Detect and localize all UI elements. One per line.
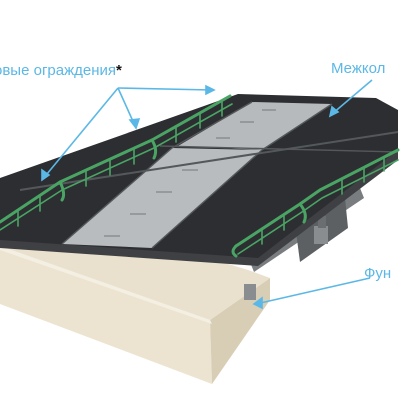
label-foundation: Фун <box>364 265 392 282</box>
label-midblock: Межкол <box>331 60 386 77</box>
label-safety-rails: овые ограждения* <box>0 62 122 79</box>
callout-lines <box>41 79 373 310</box>
left-rail <box>0 94 233 231</box>
callout-line-rails-1 <box>41 87 119 181</box>
callout-line-rails-3 <box>117 87 213 91</box>
safety-rails <box>0 94 400 258</box>
arrowhead <box>252 296 263 310</box>
callout-line-foundation <box>255 277 371 305</box>
support-frame <box>244 188 364 300</box>
arrowhead <box>328 105 340 118</box>
right-rail <box>231 148 400 258</box>
arrowhead <box>41 168 51 182</box>
asterisk-mark: * <box>116 62 122 79</box>
arrowhead <box>128 118 141 130</box>
platform-deck <box>0 94 399 258</box>
callout-line-midblock <box>331 79 373 115</box>
arrowhead <box>205 84 216 96</box>
label-safety-rails-text: овые ограждения <box>0 62 117 79</box>
